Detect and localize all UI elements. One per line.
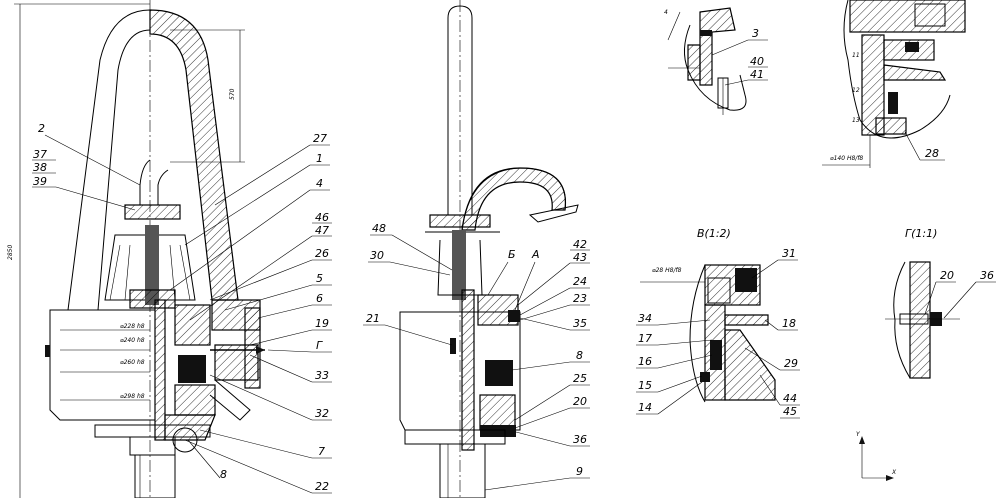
callout-33: 33 [315,369,329,382]
axis-indicator-icon: Y X [856,431,897,481]
callout-7: 7 [318,445,325,458]
callout-46: 46 [315,211,329,224]
section-v-15: 15 [638,379,652,392]
callout-B-section: Б [508,248,516,261]
callout-32: 32 [315,407,329,420]
section-g-title: Г(1:1) [905,227,937,240]
dim-overall: 2850 [7,245,14,260]
callout-42: 42 [573,238,587,251]
section-g-36: 36 [980,269,994,282]
dim-570: 570 [229,88,236,100]
section-v-29: 29 [784,357,798,370]
callout-G: Г [316,339,323,352]
callout-A-section: А [531,248,540,261]
detail-a-40: 40 [750,55,764,68]
detail-b-dim: ⌀140 H8/f8 [830,155,863,162]
middle-right-callouts: 42 43 24 23 35 8 25 20 36 9 [484,238,590,491]
main-right-callouts: 27 1 4 46 47 26 5 6 19 Г 33 32 7 22 [169,132,332,494]
callout-9: 9 [576,465,583,478]
main-view: 2850 570 [7,0,332,498]
dim-298: ⌀298 h8 [120,393,145,400]
callout-30: 30 [370,249,384,262]
callout-8-mid: 8 [576,349,583,362]
callout-4: 4 [316,177,323,190]
section-v-34: 34 [638,312,652,325]
detail-b-12: 12 [852,87,860,94]
callout-2: 2 [38,122,45,135]
detail-a-3: 3 [752,27,759,40]
callout-24: 24 [573,275,587,288]
callout-25: 25 [573,372,587,385]
dim-240: ⌀240 h8 [120,337,145,344]
callout-8: 8 [220,468,227,481]
section-v-16: 16 [638,355,652,368]
dim-228: ⌀228 h8 [120,323,145,330]
callout-38: 38 [33,161,47,174]
axis-y-label: Y [856,431,861,438]
detail-b-28: 28 [925,147,939,160]
detail-a-41: 41 [750,68,764,81]
callout-26: 26 [315,247,329,260]
section-v-18: 18 [782,317,796,330]
callout-23: 23 [573,292,587,305]
callout-47: 47 [315,224,329,237]
section-v-title: В(1:2) [697,227,731,240]
section-v-45: 45 [783,405,797,418]
detail-B: ⌀140 H8/f8 11 12 13 28 [822,0,966,168]
section-v-17: 17 [638,332,652,345]
detail-b-11: 11 [852,52,860,59]
callout-21: 21 [366,312,380,325]
section-g-20: 20 [940,269,954,282]
dim-260: ⌀260 h8 [120,359,145,366]
detail-A: 4 3 40 41 [664,7,768,115]
section-V: В(1:2) ⌀28 H8/f8 31 34 18 17 16 29 15 14… [636,227,800,419]
detail-b-13: 13 [852,117,860,124]
callout-43: 43 [573,251,587,264]
section-v-44: 44 [783,392,797,405]
section-v-14: 14 [638,401,652,414]
callout-22: 22 [315,480,329,493]
callout-1: 1 [316,152,323,165]
callout-19: 19 [315,317,329,330]
middle-view: 48 30 21 Б А 42 43 24 23 35 8 25 20 36 [363,0,590,498]
callout-6: 6 [316,292,323,305]
callout-48: 48 [372,222,386,235]
callout-27: 27 [313,132,327,145]
section-G: Г(1:1) 20 36 [885,227,996,379]
callout-36: 36 [573,433,587,446]
section-v-dim: ⌀28 H8/f8 [652,267,682,274]
section-v-31: 31 [782,247,796,260]
callout-37: 37 [33,148,47,161]
detail-a-4: 4 [664,9,668,16]
callout-39: 39 [33,175,47,188]
callout-35: 35 [573,317,587,330]
callout-20: 20 [573,395,587,408]
callout-5: 5 [316,272,323,285]
axis-x-label: X [891,469,897,476]
